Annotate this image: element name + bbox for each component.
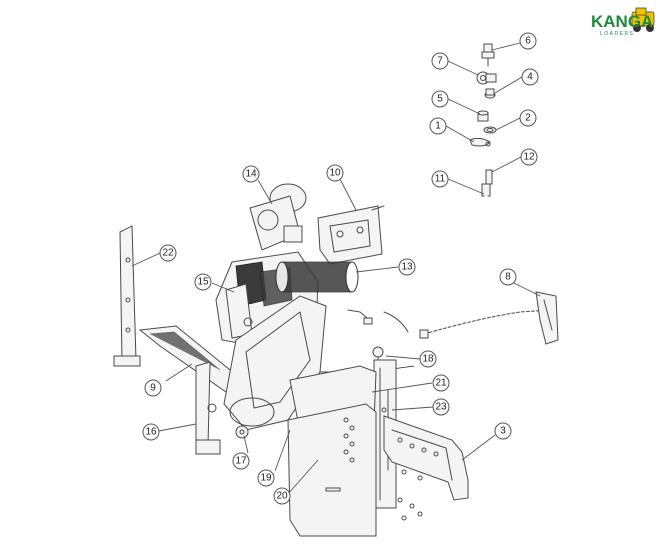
clamp-part-1 [469,137,491,147]
mount-bracket-part-10 [317,205,385,265]
callout-12: 12 [520,148,538,166]
brand-subtitle: LOADERS [600,31,634,37]
callout-22: 22 [159,244,177,262]
pulley-part-17 [235,425,249,439]
callout-19: 19 [257,469,275,487]
leader-lines [131,42,541,495]
callout-21: 21 [432,374,450,392]
callout-5: 5 [431,90,449,108]
callout-label: 21 [435,378,447,389]
callout-label: 19 [260,473,272,484]
callout-18: 18 [419,350,437,368]
support-leg-part-16 [195,361,221,455]
callout-label: 17 [235,456,247,467]
brand-name: KANGA [591,12,653,31]
frame-handle-part-9 [138,325,241,393]
callout-label: 9 [150,383,156,394]
chassis-rail-part-3 [383,415,469,521]
callout-label: 7 [437,56,443,67]
air-cleaner-part-14 [249,183,307,251]
callout-17: 17 [232,452,250,470]
fitting-part-6 [481,43,495,67]
callout-1: 1 [429,117,447,135]
hose-part-11-12 [346,169,493,333]
callout-label: 15 [197,277,209,288]
callout-9: 9 [144,379,162,397]
callouts: 1 2 3 4 5 6 7 8 9 10 11 12 13 14 15 16 1… [142,32,539,505]
brand-logo: KANGA LOADERS [591,7,655,37]
callout-label: 16 [145,427,157,438]
callout-11: 11 [431,170,449,188]
callout-7: 7 [431,52,449,70]
callout-label: 1 [435,121,441,132]
callout-10: 10 [326,164,344,182]
callout-label: 18 [422,354,434,365]
callout-label: 8 [505,272,511,283]
air-filter-part-13 [275,261,359,293]
banjo-part-7 [476,71,497,85]
callout-2: 2 [519,109,537,127]
callout-label: 22 [162,248,174,259]
callout-label: 11 [435,174,446,185]
callout-6: 6 [519,32,537,50]
callout-label: 2 [525,113,531,124]
callout-label: 23 [435,402,447,413]
callout-label: 3 [500,426,506,437]
loader-machine-icon [631,7,655,32]
callout-label: 14 [245,169,257,180]
callout-13: 13 [398,258,416,276]
callout-label: 10 [329,168,341,179]
callout-14: 14 [242,165,260,183]
callout-label: 13 [401,262,413,273]
callout-4: 4 [521,68,539,86]
callout-20: 20 [273,487,291,505]
callout-23: 23 [432,398,450,416]
mud-flap-part-20 [287,403,377,537]
chain-bracket-part-8 [419,291,559,345]
callout-label: 12 [523,152,535,163]
callout-16: 16 [142,423,160,441]
bolt-row [343,417,355,463]
callout-8: 8 [499,268,517,286]
callout-label: 6 [525,36,531,47]
callout-label: 4 [527,72,533,83]
callout-label: 5 [437,94,443,105]
callout-label: 20 [276,491,288,502]
washer-part-4 [484,88,496,99]
callout-3: 3 [494,422,512,440]
seal-part-2 [483,126,497,134]
callout-15: 15 [194,273,212,291]
post-part-22 [113,225,141,367]
nut-part-5 [477,110,489,122]
